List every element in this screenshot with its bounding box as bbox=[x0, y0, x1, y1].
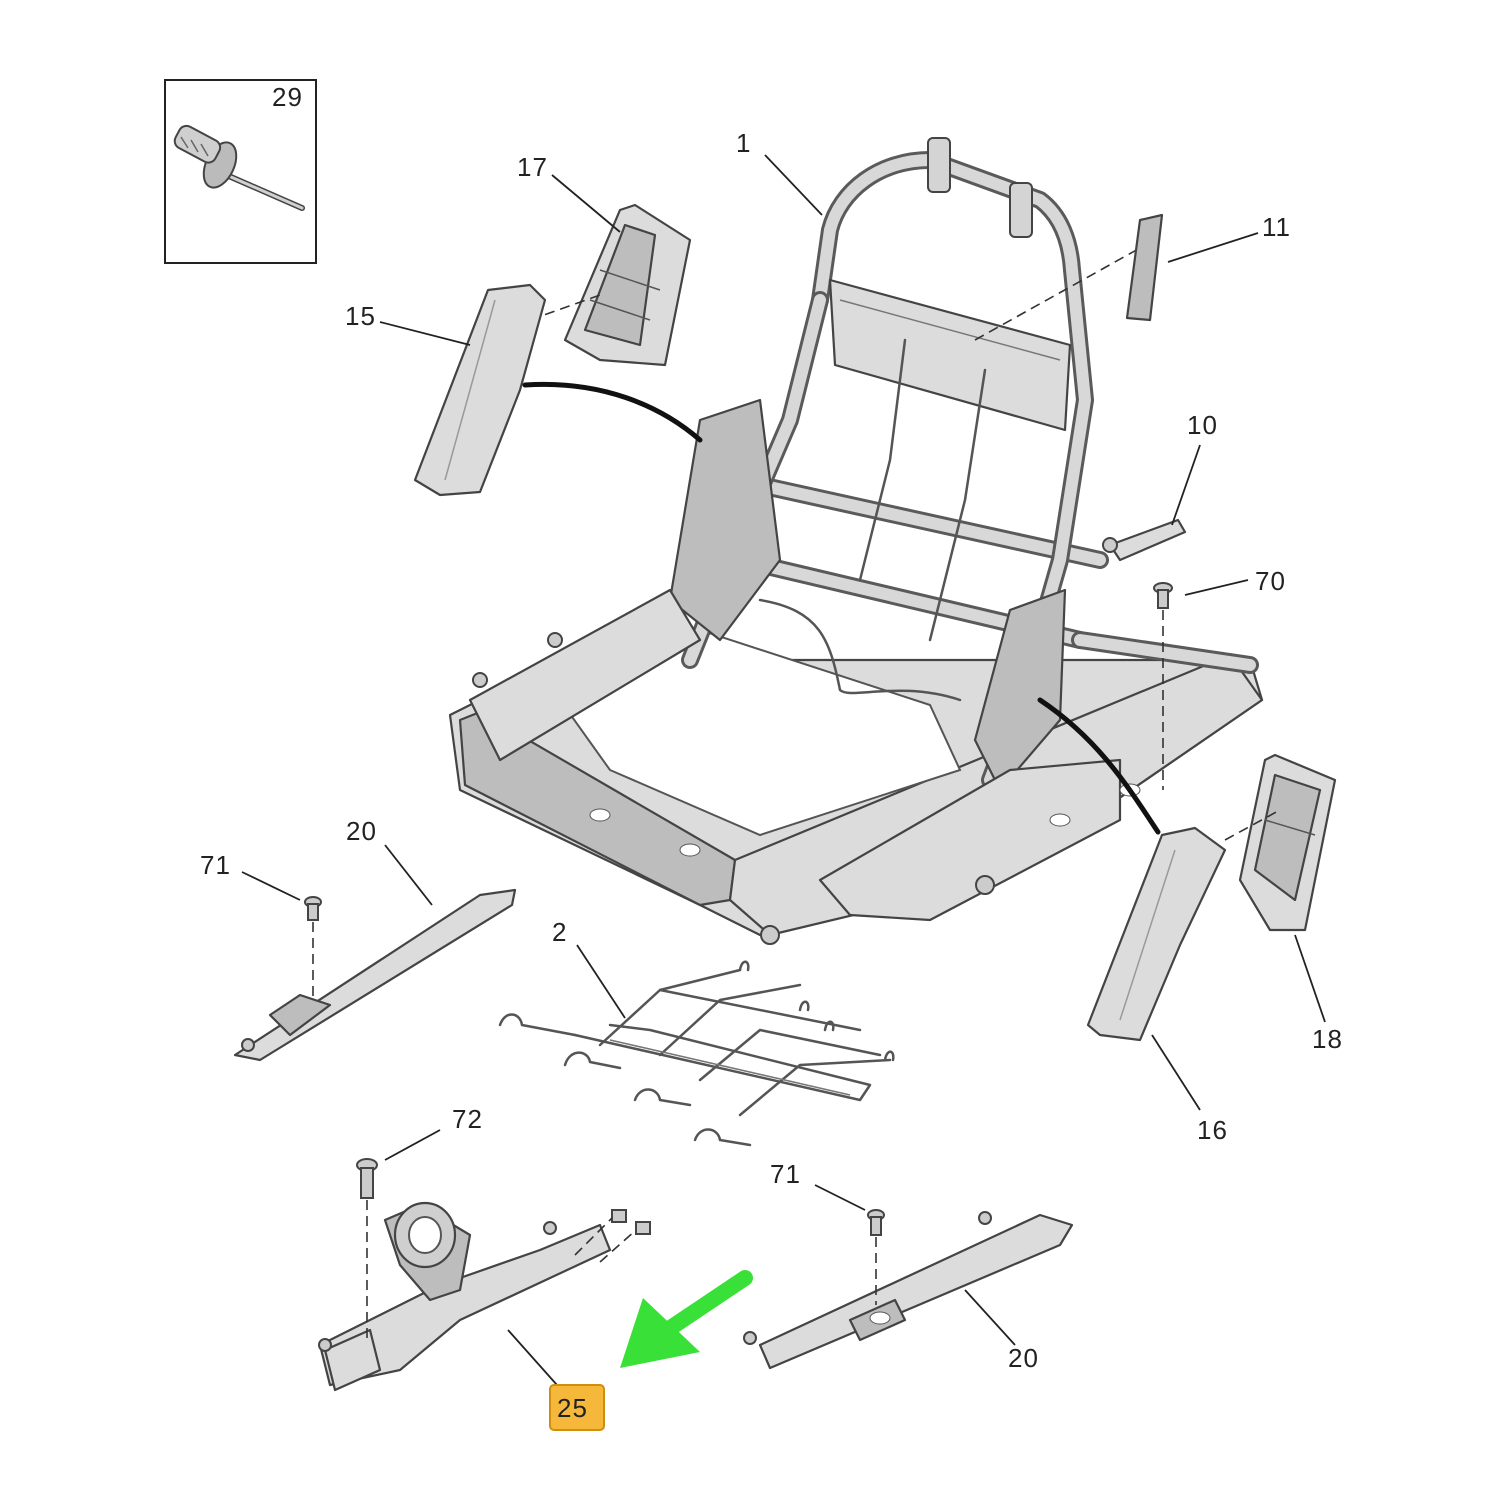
callout-20-left: 20 bbox=[346, 816, 377, 846]
callout-72: 72 bbox=[452, 1104, 483, 1134]
bolt-part-72 bbox=[356, 1158, 378, 1340]
lever-part-10 bbox=[1102, 518, 1187, 562]
callout-71-right: 71 bbox=[770, 1159, 801, 1189]
callout-18: 18 bbox=[1312, 1024, 1343, 1054]
inset-part-29 bbox=[164, 79, 317, 264]
callout-16: 16 bbox=[1197, 1115, 1228, 1145]
callout-labels: 29 1 17 11 15 10 70 20 71 2 18 16 72 71 … bbox=[200, 82, 1343, 1431]
callout-29: 29 bbox=[272, 82, 303, 112]
seat-frame-part-1 bbox=[448, 137, 1264, 945]
dashed-connector bbox=[529, 294, 601, 321]
bolt-part-71-left bbox=[304, 896, 322, 1000]
highlight-box bbox=[549, 1384, 605, 1431]
strap-part-11 bbox=[1125, 213, 1164, 322]
callout-20-right: 20 bbox=[1008, 1343, 1039, 1373]
cable-right bbox=[1037, 697, 1161, 835]
bolt-part-70 bbox=[1153, 582, 1173, 790]
callout-25-highlighted[interactable]: 25 bbox=[549, 1384, 605, 1431]
callout-10: 10 bbox=[1187, 410, 1218, 440]
rail-part-20-right bbox=[743, 1211, 1074, 1370]
callout-2: 2 bbox=[552, 917, 567, 947]
recliner-cover-part-18 bbox=[1238, 753, 1337, 932]
recliner-cover-part-17 bbox=[563, 203, 692, 367]
dashed-connector bbox=[1224, 809, 1281, 841]
spring-mat-part-2 bbox=[498, 960, 895, 1147]
callout-70: 70 bbox=[1255, 566, 1286, 596]
cable-left bbox=[522, 381, 703, 443]
callout-11: 11 bbox=[1262, 212, 1291, 242]
callout-71-left: 71 bbox=[200, 850, 231, 880]
mechanism-part-25 bbox=[318, 1201, 651, 1392]
callout-25: 25 bbox=[557, 1393, 588, 1423]
rivet-icon bbox=[173, 124, 305, 211]
callout-1: 1 bbox=[736, 128, 751, 158]
side-trim-part-15 bbox=[413, 283, 547, 497]
leader-lines bbox=[241, 154, 1326, 1386]
callout-15: 15 bbox=[345, 301, 376, 331]
bolt-part-71-right bbox=[867, 1209, 885, 1305]
callout-17: 17 bbox=[517, 152, 548, 182]
side-trim-part-16 bbox=[1086, 826, 1227, 1042]
rail-part-20-left bbox=[233, 888, 517, 1062]
green-arrow-icon bbox=[620, 1270, 753, 1368]
